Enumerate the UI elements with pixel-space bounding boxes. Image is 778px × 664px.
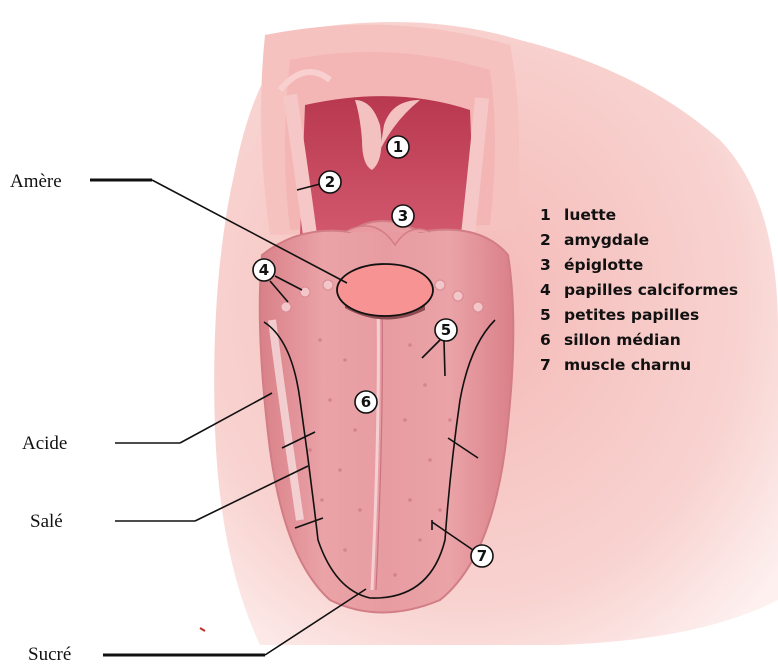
svg-text:amygdale: amygdale — [564, 231, 649, 249]
legend-item: 4 papilles calciformes — [540, 281, 738, 299]
svg-text:3: 3 — [540, 256, 551, 274]
marker-median-groove: 6 — [355, 391, 377, 413]
svg-text:4: 4 — [259, 261, 269, 279]
svg-text:papilles calciformes: papilles calciformes — [564, 281, 738, 299]
bitter-zone — [337, 264, 433, 320]
svg-text:épiglotte: épiglotte — [564, 256, 643, 274]
svg-text:7: 7 — [477, 547, 487, 565]
svg-text:1: 1 — [540, 206, 551, 224]
legend-item: 5 petites papilles — [540, 306, 699, 324]
marker-epiglottis: 3 — [392, 205, 414, 227]
label-bitter: Amère — [10, 171, 62, 192]
svg-text:5: 5 — [540, 306, 551, 324]
svg-text:2: 2 — [325, 173, 335, 191]
label-sour: Acide — [22, 433, 67, 454]
svg-text:muscle charnu: muscle charnu — [564, 356, 691, 374]
label-salty: Salé — [30, 511, 63, 532]
svg-text:6: 6 — [361, 393, 371, 411]
artifact-mark — [200, 628, 205, 631]
svg-text:1: 1 — [393, 138, 403, 156]
marker-uvula: 1 — [387, 136, 409, 158]
svg-text:luette: luette — [564, 206, 616, 224]
taste-labels: Amère Acide Salé Sucré — [10, 171, 71, 664]
svg-text:2: 2 — [540, 231, 551, 249]
label-sweet: Sucré — [28, 644, 71, 664]
svg-text:3: 3 — [398, 207, 408, 225]
svg-text:petites papilles: petites papilles — [564, 306, 699, 324]
svg-text:5: 5 — [441, 321, 451, 339]
svg-text:6: 6 — [540, 331, 551, 349]
svg-text:sillon médian: sillon médian — [564, 331, 681, 349]
svg-text:7: 7 — [540, 356, 551, 374]
svg-text:4: 4 — [540, 281, 551, 299]
